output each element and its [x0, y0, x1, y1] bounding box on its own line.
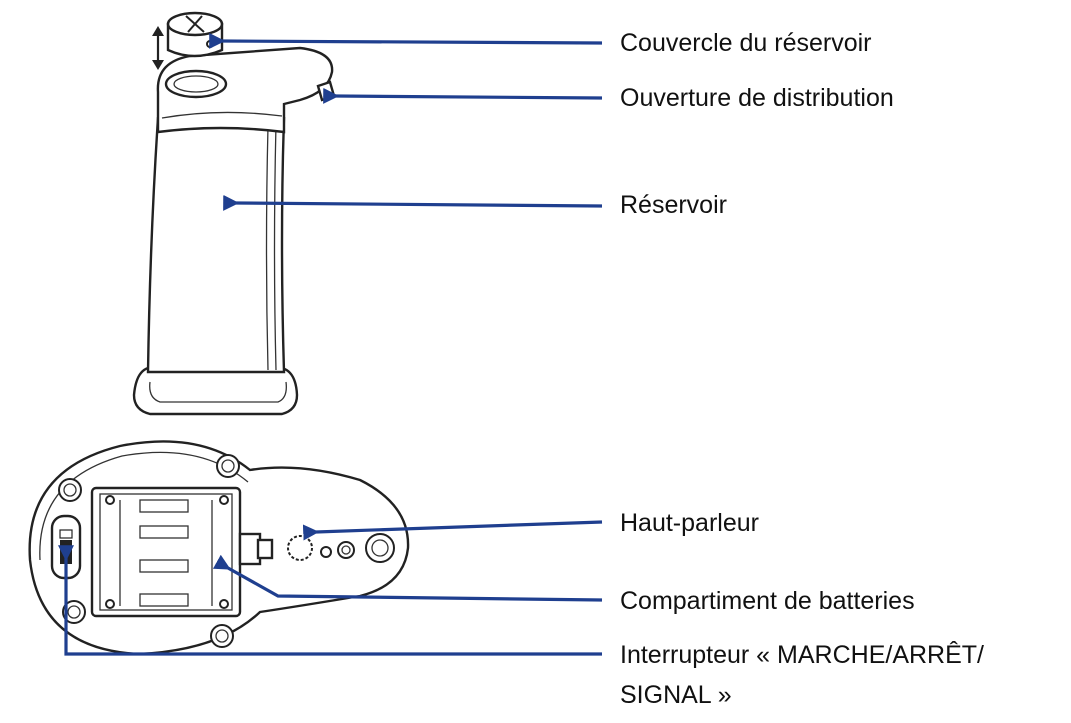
- speaker-grille: [287, 535, 355, 561]
- up-down-arrow-icon: [152, 26, 164, 70]
- label-dispensing-opening: Ouverture de distribution: [620, 84, 894, 112]
- label-speaker: Haut-parleur: [620, 509, 759, 537]
- base-feet: [58, 454, 395, 648]
- label-battery-compartment: Compartiment de batteries: [620, 587, 915, 615]
- arrow-battery: [212, 554, 603, 602]
- leader-arrows: [58, 32, 603, 656]
- reservoir-opening: [164, 69, 228, 99]
- battery-cells: [119, 499, 213, 607]
- label-reservoir-lid: Couvercle du réservoir: [620, 29, 872, 57]
- label-reservoir: Réservoir: [620, 191, 727, 219]
- label-switch-line2: SIGNAL »: [620, 681, 732, 709]
- dispenser-illustration: [132, 11, 336, 416]
- dispenser-base: [132, 366, 299, 416]
- arrow-reservoir: [223, 194, 603, 211]
- dispenser-body: [146, 111, 286, 374]
- bottom-view-illustration: [28, 440, 410, 656]
- arrow-lid: [209, 32, 603, 49]
- label-switch-line1: Interrupteur « MARCHE/ARRÊT/: [620, 641, 984, 669]
- arrow-switch: [58, 545, 602, 656]
- arrow-nozzle: [323, 87, 603, 104]
- battery-compartment: [90, 486, 274, 618]
- reservoir-lid: [166, 11, 224, 58]
- arrow-speaker: [302, 520, 603, 541]
- dispenser-nozzle: [316, 80, 336, 102]
